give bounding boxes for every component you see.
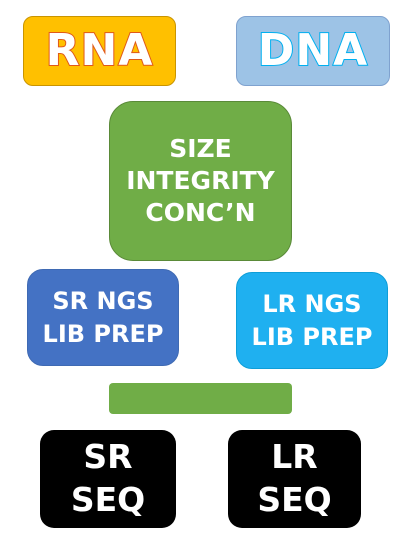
- dna-box: DNA: [236, 16, 390, 86]
- rna-label: RNA: [45, 24, 154, 76]
- qc-line-concentration: CONC’N: [145, 198, 256, 227]
- sr-prep-line-2: LIB PREP: [42, 319, 164, 348]
- lr-seq-line-1: LR: [271, 437, 318, 477]
- qc-line-size: SIZE: [169, 134, 232, 163]
- qc-line-integrity: INTEGRITY: [126, 166, 275, 195]
- lr-seq-line-2: SEQ: [257, 480, 332, 519]
- lr-prep-line-2: LIB PREP: [251, 322, 373, 351]
- sr-lib-prep-box: SR NGS LIB PREP: [27, 269, 179, 366]
- dna-label: DNA: [257, 24, 369, 76]
- green-divider-bar: [109, 383, 292, 414]
- sr-prep-line-1: SR NGS: [52, 287, 154, 316]
- sr-seq-box: SR SEQ: [40, 430, 176, 528]
- sr-seq-line-1: SR: [83, 437, 133, 477]
- lr-prep-line-1: LR NGS: [262, 290, 362, 319]
- rna-box: RNA: [23, 16, 176, 86]
- qc-box: SIZE INTEGRITY CONC’N: [109, 101, 292, 261]
- sr-seq-line-2: SEQ: [70, 480, 146, 519]
- lr-lib-prep-box: LR NGS LIB PREP: [236, 272, 388, 369]
- lr-seq-box: LR SEQ: [228, 430, 361, 528]
